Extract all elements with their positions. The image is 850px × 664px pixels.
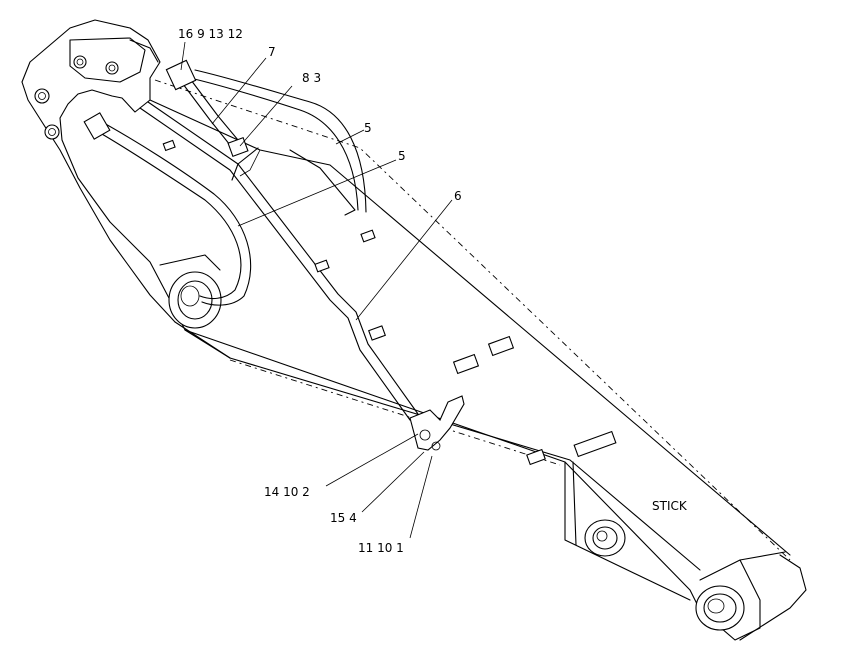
clips — [162, 139, 617, 466]
hydraulic-line-6 — [139, 101, 419, 421]
callout-14-10-2: 14 10 2 — [264, 485, 310, 499]
callout-5-upper: 5 — [364, 121, 372, 135]
callout-11-10-1: 11 10 1 — [358, 541, 404, 555]
fitting-top-left — [83, 59, 249, 158]
callout-6: 6 — [454, 189, 462, 203]
mid-pin-boss — [584, 519, 626, 557]
stick-body — [21, 19, 807, 641]
leader-lines — [180, 41, 453, 539]
top-pin-boss — [34, 37, 159, 140]
callout-15-4: 15 4 — [330, 511, 357, 525]
stick-label: STICK — [652, 499, 688, 513]
callout-16-9-13-12: 16 9 13 12 — [178, 27, 243, 41]
callout-7: 7 — [268, 45, 276, 59]
bucket-pin-bore — [695, 585, 745, 631]
valve-assembly — [409, 395, 465, 451]
hydraulic-line-5-upper — [189, 69, 367, 213]
callout-labels: 16 9 13 12 7 8 3 5 5 6 14 10 2 15 4 11 1… — [178, 27, 688, 555]
hydraulic-line-5-lower — [94, 121, 252, 306]
callout-8-3: 8 3 — [302, 71, 321, 85]
callout-5-lower: 5 — [398, 149, 406, 163]
boom-pin-bore — [159, 254, 222, 329]
